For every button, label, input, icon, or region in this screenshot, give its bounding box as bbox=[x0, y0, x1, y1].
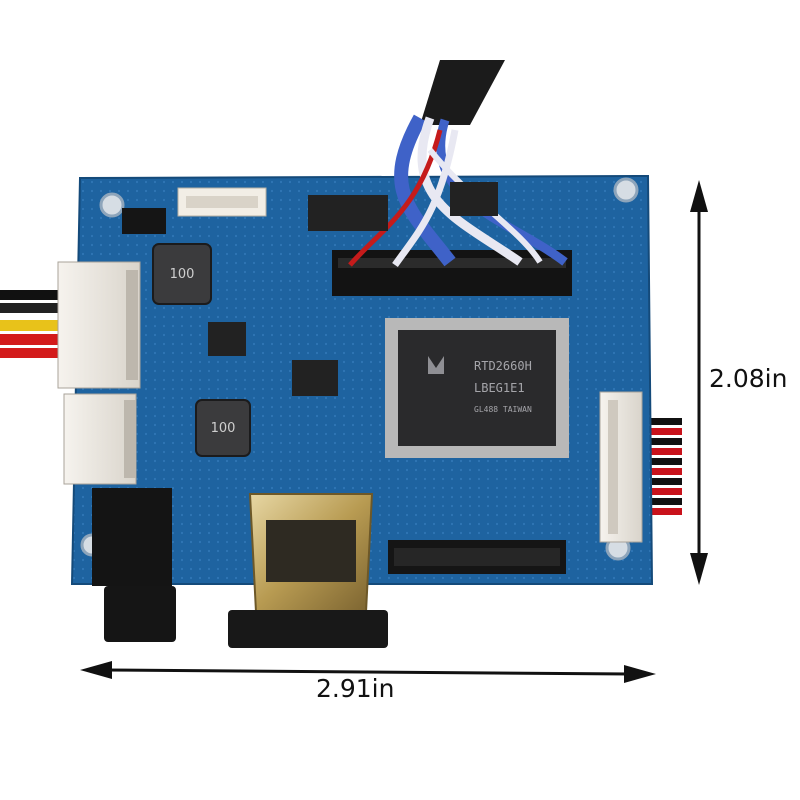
inductor-bottom: 100 bbox=[195, 399, 251, 457]
right-lcd-connector bbox=[599, 391, 643, 543]
dc-barrel-jack bbox=[92, 488, 176, 642]
left-wire-bundle bbox=[0, 290, 70, 358]
hdmi-connector bbox=[228, 493, 388, 648]
right-wire-bundle bbox=[640, 418, 682, 515]
chip-label-line3: GL488 TAIWAN bbox=[474, 405, 532, 414]
smd-ic-top bbox=[208, 182, 498, 396]
inductor-top-label: 100 bbox=[170, 267, 195, 282]
width-dimension-label: 2.91in bbox=[316, 674, 395, 703]
inductor-top: 100 bbox=[152, 243, 212, 305]
inductor-bottom-label: 100 bbox=[211, 421, 236, 436]
chip-label-line2: LBEG1E1 bbox=[474, 381, 525, 395]
height-dimension-label: 2.08in bbox=[709, 364, 788, 393]
double-arrow-horizontal-icon bbox=[80, 661, 656, 683]
left-lower-connector bbox=[63, 393, 137, 485]
chip-label-line1: RTD2660H bbox=[474, 359, 532, 373]
main-chip: RTD2660H LBEG1E1 GL488 TAIWAN bbox=[385, 318, 569, 458]
bottom-pin-header bbox=[388, 540, 566, 574]
double-arrow-vertical-icon bbox=[690, 180, 708, 585]
left-power-connector bbox=[57, 261, 141, 389]
top-small-connector bbox=[122, 187, 267, 234]
